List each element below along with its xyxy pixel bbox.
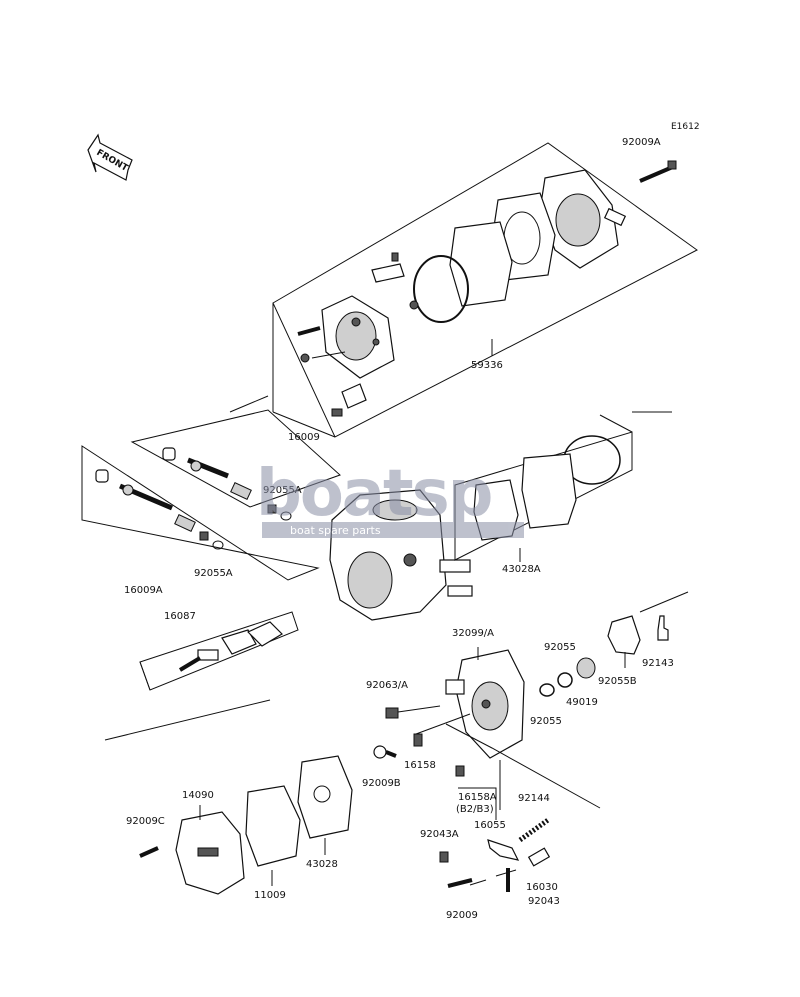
pump-cover: [539, 169, 627, 269]
label-14090: 14090: [182, 790, 214, 801]
o-ring-92055-b: [539, 683, 555, 697]
o-ring-92055-a: [557, 672, 573, 688]
pump-tab: [371, 263, 405, 283]
label-16009: 16009: [288, 432, 320, 443]
label-92009: 92009: [446, 910, 478, 921]
pump-assembly-frame: [272, 142, 698, 438]
label-49019: 49019: [566, 697, 598, 708]
diaphragm-cover-14090: [175, 811, 245, 895]
label-92055A-top: 92055A: [263, 485, 302, 496]
label-92063A: 92063/A: [366, 680, 408, 691]
screw-92043A: [439, 851, 449, 863]
label-92143: 92143: [642, 658, 674, 669]
diaphragm-43028: [297, 755, 353, 839]
label-92144: 92144: [518, 793, 550, 804]
label-92055-bottom: 92055: [530, 716, 562, 727]
screw-92009: [447, 878, 473, 888]
label-11009: 11009: [254, 890, 286, 901]
pump-body: [321, 295, 395, 379]
front-arrow-icon: FRONT: [87, 133, 133, 181]
cover-92055B: [607, 615, 641, 655]
label-16055: 16055: [474, 820, 506, 831]
cap-49019: [576, 657, 596, 679]
label-B2B3: (B2/B3): [456, 804, 494, 815]
label-59336: 59336: [471, 360, 503, 371]
needle-16009: [162, 447, 292, 521]
needle-set-frame-upper: [130, 409, 341, 508]
label-16030: 16030: [526, 882, 558, 893]
needle-16030: [527, 847, 551, 867]
jet-set-frame: [139, 611, 299, 691]
svg-text:boat spare parts: boat spare parts: [290, 524, 381, 537]
screw-92009A: [639, 160, 677, 183]
label-32099A: 32099/A: [452, 628, 494, 639]
spring-92144: [518, 817, 550, 843]
gasket-square-a: [521, 453, 577, 529]
label-43028: 43028: [306, 859, 338, 870]
label-43028A: 43028A: [502, 564, 541, 575]
label-92009B: 92009B: [362, 778, 401, 789]
pump-diaphragm: [449, 221, 513, 307]
housing-32099: [445, 649, 525, 759]
screw-92009B: [373, 745, 387, 759]
diagram-code: E1612: [671, 122, 700, 132]
label-92055B: 92055B: [598, 676, 637, 687]
watermark-logo: boatsp boat spare parts: [256, 457, 524, 538]
label-92055-top: 92055: [544, 642, 576, 653]
label-16009A: 16009A: [124, 585, 163, 596]
gasket-11009: [245, 785, 301, 867]
screw-16158: [413, 733, 423, 747]
needle-16009A: [95, 469, 224, 550]
svg-text:boatsp: boatsp: [256, 457, 491, 531]
label-92009A: 92009A: [622, 137, 661, 148]
label-16158: 16158: [404, 760, 436, 771]
label-92043: 92043: [528, 896, 560, 907]
screw-92063: [385, 707, 399, 719]
pump-o-ring: [413, 255, 469, 323]
label-16158A: 16158A: [458, 792, 497, 803]
label-16087: 16087: [164, 611, 196, 622]
label-92055A-bottom: 92055A: [194, 568, 233, 579]
label-92043A: 92043A: [420, 829, 459, 840]
label-92009C: 92009C: [126, 816, 165, 827]
bracket-92143: [657, 615, 669, 641]
lever-16055: [487, 839, 520, 861]
